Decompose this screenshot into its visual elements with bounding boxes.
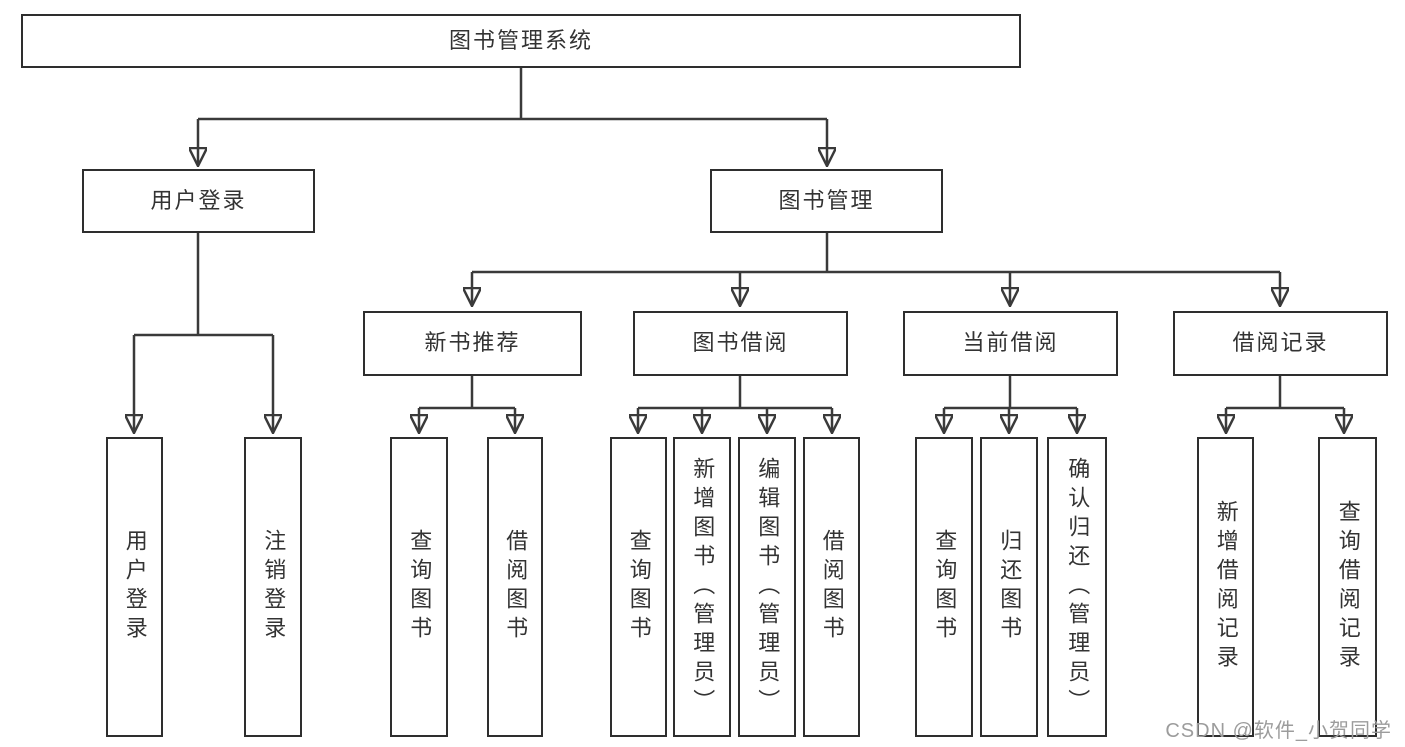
leaf-query-borrow-record: 查询借阅记录 [1318, 437, 1377, 737]
node-user-login: 用户登录 [82, 169, 315, 233]
leaf-query-books-2: 查询图书 [610, 437, 667, 737]
node-book-management: 图书管理 [710, 169, 943, 233]
leaf-borrow-books-2: 借阅图书 [803, 437, 860, 737]
csdn-watermark: CSDN @软件_小贺同学 [1165, 720, 1392, 742]
leaf-confirm-return-admin: 确认归还（管理员） [1047, 437, 1107, 737]
node-borrowing-records: 借阅记录 [1173, 311, 1388, 376]
node-current-borrowing: 当前借阅 [903, 311, 1118, 376]
leaf-query-books-1: 查询图书 [390, 437, 448, 737]
leaf-add-borrow-record: 新增借阅记录 [1197, 437, 1254, 737]
node-library-management-system: 图书管理系统 [21, 14, 1021, 68]
leaf-user-login: 用户登录 [106, 437, 163, 737]
leaf-query-books-3: 查询图书 [915, 437, 973, 737]
leaf-borrow-books-1: 借阅图书 [487, 437, 543, 737]
node-new-book-recommendation: 新书推荐 [363, 311, 582, 376]
leaf-return-books: 归还图书 [980, 437, 1038, 737]
node-book-borrowing: 图书借阅 [633, 311, 848, 376]
leaf-edit-books-admin: 编辑图书（管理员） [738, 437, 796, 737]
leaf-logout: 注销登录 [244, 437, 302, 737]
leaf-add-books-admin: 新增图书（管理员） [673, 437, 731, 737]
